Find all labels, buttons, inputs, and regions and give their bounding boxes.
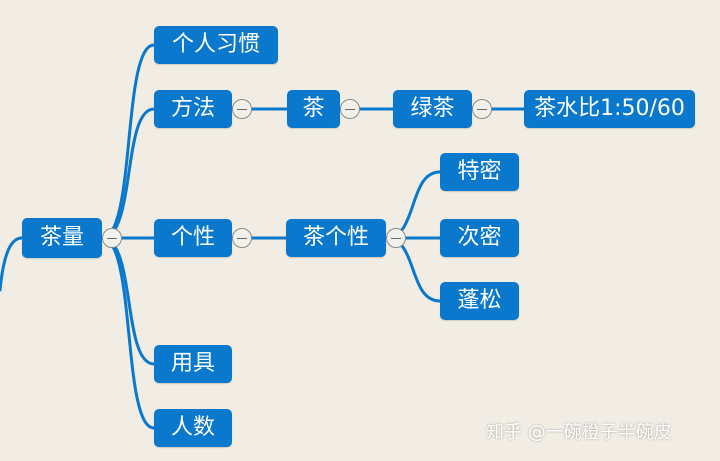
node-loose[interactable]: 蓬松 bbox=[440, 282, 519, 320]
node-root-tea-amount[interactable]: 茶量 bbox=[22, 218, 102, 258]
node-secondary-dense[interactable]: 次密 bbox=[440, 219, 519, 257]
node-method[interactable]: 方法 bbox=[154, 90, 232, 128]
link-root-habit bbox=[100, 43, 156, 240]
node-tea-personality[interactable]: 茶个性 bbox=[286, 219, 386, 257]
link-root-people bbox=[100, 236, 156, 430]
collapse-toggle-tea-personality[interactable] bbox=[386, 228, 406, 248]
watermark: 知乎 @一碗橙子半碗皮 bbox=[486, 422, 672, 443]
node-extra-dense[interactable]: 特密 bbox=[440, 153, 519, 191]
node-personality[interactable]: 个性 bbox=[154, 219, 232, 257]
collapse-toggle-tea[interactable] bbox=[340, 99, 360, 119]
link-root-method bbox=[100, 107, 156, 240]
collapse-toggle-green-tea[interactable] bbox=[472, 99, 492, 119]
collapse-toggle-method[interactable] bbox=[232, 99, 252, 119]
node-green-tea[interactable]: 绿茶 bbox=[393, 90, 472, 128]
node-tools[interactable]: 用具 bbox=[154, 345, 232, 383]
collapse-toggle-root[interactable] bbox=[102, 228, 122, 248]
node-tea-water-ratio[interactable]: 茶水比1:50/60 bbox=[524, 90, 695, 128]
collapse-toggle-personality[interactable] bbox=[232, 228, 252, 248]
node-people-count[interactable]: 人数 bbox=[154, 409, 232, 447]
node-tea[interactable]: 茶 bbox=[287, 90, 340, 128]
link-offscreen-root bbox=[0, 236, 24, 292]
link-root-tools bbox=[100, 236, 156, 366]
node-personal-habit[interactable]: 个人习惯 bbox=[154, 26, 278, 64]
